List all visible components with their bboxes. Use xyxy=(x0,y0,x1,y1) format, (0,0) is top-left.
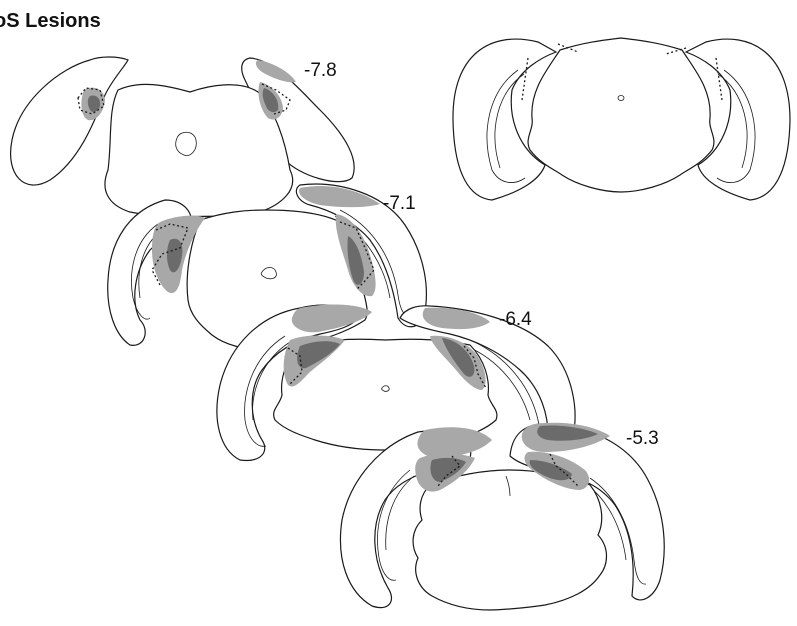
figure-title: oS Lesions xyxy=(0,10,101,32)
section-label: -5.3 xyxy=(626,428,659,449)
section-label: -7.8 xyxy=(304,60,337,81)
section-label: -7.1 xyxy=(383,193,416,214)
lesion-light xyxy=(292,305,372,333)
reference-section xyxy=(453,38,790,200)
lesion-light xyxy=(417,427,492,458)
section-minus-5-3: -5.3 xyxy=(340,423,664,610)
section-label: -6.4 xyxy=(499,309,532,330)
